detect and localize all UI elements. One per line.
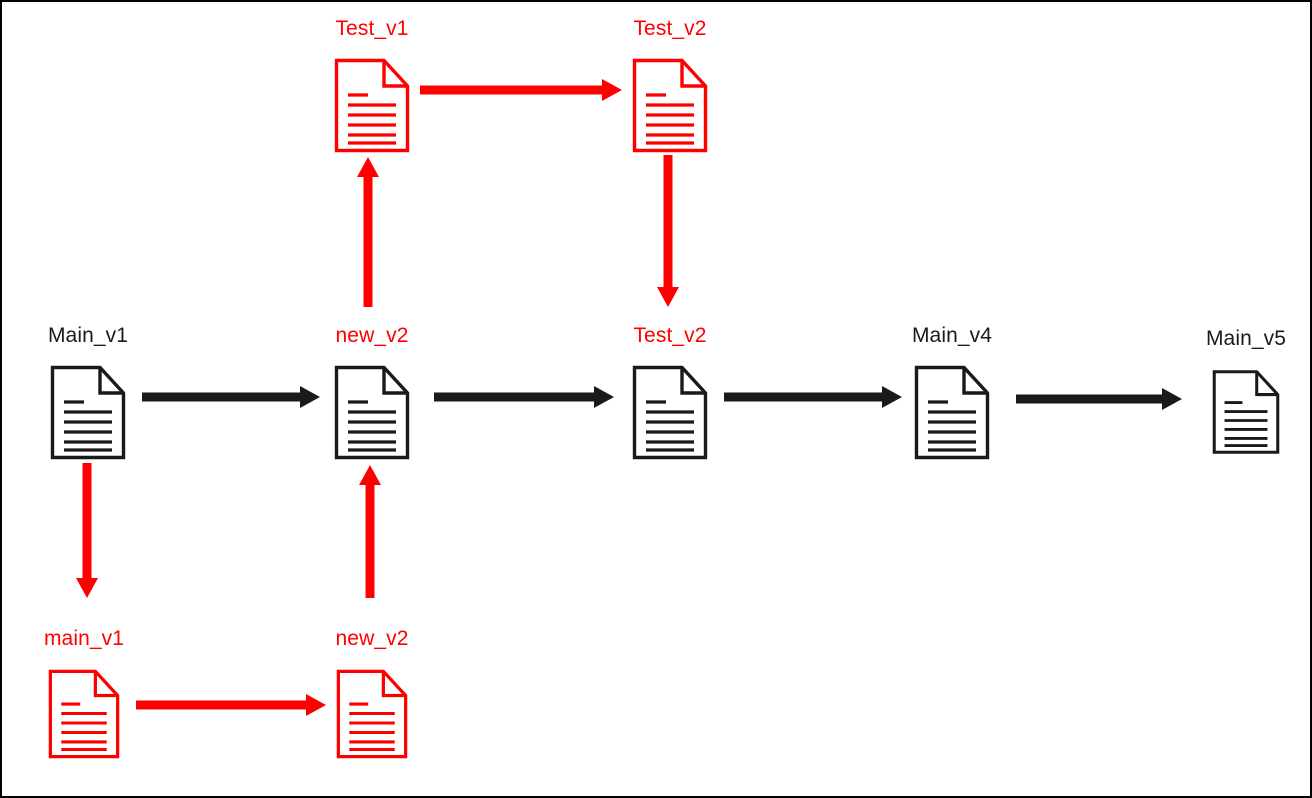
document-icon: [632, 58, 708, 153]
node-label-main-v4-mid: Main_v4: [911, 324, 993, 347]
document-icon: [334, 58, 410, 153]
document-icon: [336, 669, 408, 759]
document-icon: [50, 365, 126, 460]
document-icon: [632, 365, 708, 460]
node-label-test-v2-top: Test_v2: [633, 17, 707, 40]
node-main-v4-mid[interactable]: Main_v4: [912, 325, 992, 460]
arrow-new-v2-local-up-to-mid: [359, 465, 381, 598]
document-icon: [334, 365, 410, 460]
node-label-main-v1-bot: main_v1: [43, 627, 125, 650]
node-label-new-v2-bot: new_v2: [335, 627, 409, 650]
arrow-main-v1-to-new-v2-local: [136, 694, 326, 716]
node-test-v1-top[interactable]: Test_v1: [334, 18, 410, 153]
arrow-main-v1-to-new-v2: [142, 386, 320, 408]
node-label-main-v5-mid: Main_v5: [1205, 327, 1287, 350]
arrow-main-v4-to-main-v5: [1016, 388, 1182, 410]
node-main-v1-bot[interactable]: main_v1: [44, 628, 124, 760]
node-main-v1-mid[interactable]: Main_v1: [48, 325, 128, 460]
arrow-test-v1-to-test-v2: [420, 79, 622, 101]
node-test-v2-top[interactable]: Test_v2: [632, 18, 708, 153]
node-test-v2-mid[interactable]: Test_v2: [632, 325, 708, 460]
document-icon: [1212, 370, 1280, 454]
document-icon: [48, 669, 120, 759]
node-label-test-v2-mid: Test_v2: [633, 324, 707, 347]
arrow-test-v2-to-main-v4: [724, 386, 902, 408]
arrow-main-v1-down-to-local: [76, 463, 98, 598]
node-label-test-v1-top: Test_v1: [335, 17, 409, 40]
node-label-main-v1-mid: Main_v1: [47, 324, 129, 347]
arrow-new-v2-up-to-test-v1: [357, 157, 379, 307]
node-new-v2-mid[interactable]: new_v2: [334, 325, 410, 460]
node-new-v2-bot[interactable]: new_v2: [336, 628, 408, 760]
document-icon: [914, 365, 990, 460]
node-label-new-v2-mid: new_v2: [335, 324, 409, 347]
node-main-v5-mid[interactable]: Main_v5: [1206, 328, 1286, 456]
arrow-test-v2-down-to-mid: [657, 155, 679, 307]
arrow-new-v2-to-test-v2: [434, 386, 614, 408]
